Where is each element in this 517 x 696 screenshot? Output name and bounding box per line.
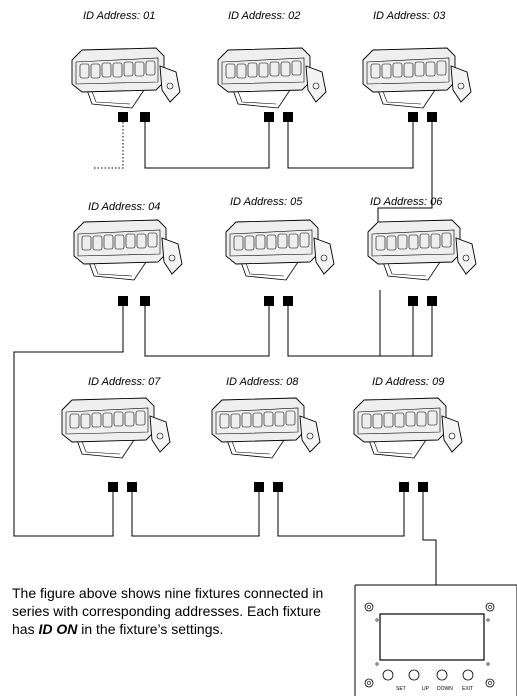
caption-text-end: in the fixture’s settings. <box>77 621 224 637</box>
fixture-07 <box>61 397 171 459</box>
caption-emphasis: ID ON <box>38 621 78 637</box>
controller-up-label: UP <box>422 686 429 692</box>
exit-button-icon <box>462 669 474 681</box>
fixture-01 <box>71 47 181 109</box>
screw-icon <box>485 602 495 612</box>
fixture-06-label: ID Address: 06 <box>370 196 443 208</box>
screw-icon <box>485 678 495 688</box>
fixture-02-label: ID Address: 02 <box>228 10 301 22</box>
fixture-03 <box>362 47 472 109</box>
fixture-01-label: ID Address: 01 <box>83 10 156 22</box>
down-button-icon <box>436 669 448 681</box>
connectors <box>108 112 437 492</box>
fixture-04 <box>73 219 183 281</box>
fixture-08 <box>211 397 321 459</box>
controller-set-label: SET <box>396 686 406 692</box>
controller-down-label: DOWN <box>437 686 453 692</box>
fixture-03-label: ID Address: 03 <box>373 10 446 22</box>
fixture-06 <box>367 219 477 281</box>
figure-caption: The figure above shows nine fixtures con… <box>12 584 342 638</box>
controller-display <box>379 613 485 661</box>
fixture-08-label: ID Address: 08 <box>226 376 299 388</box>
fixture-05-label: ID Address: 05 <box>230 196 303 208</box>
caption-text: The figure above shows nine fixtures con… <box>12 585 324 637</box>
screw-icon <box>364 602 374 612</box>
fixture-05 <box>225 219 335 281</box>
fixture-09 <box>353 397 463 459</box>
fixture-09-label: ID Address: 09 <box>372 376 445 388</box>
cables <box>13 122 437 585</box>
up-button-icon <box>408 669 420 681</box>
fixture-04-label: ID Address: 04 <box>88 201 161 213</box>
fixture-07-label: ID Address: 07 <box>88 376 161 388</box>
controller-unit <box>354 584 517 696</box>
fixture-02 <box>217 47 327 109</box>
screw-icon <box>364 678 374 688</box>
controller-exit-label: EXIT <box>462 686 474 692</box>
set-button-icon <box>382 669 394 681</box>
